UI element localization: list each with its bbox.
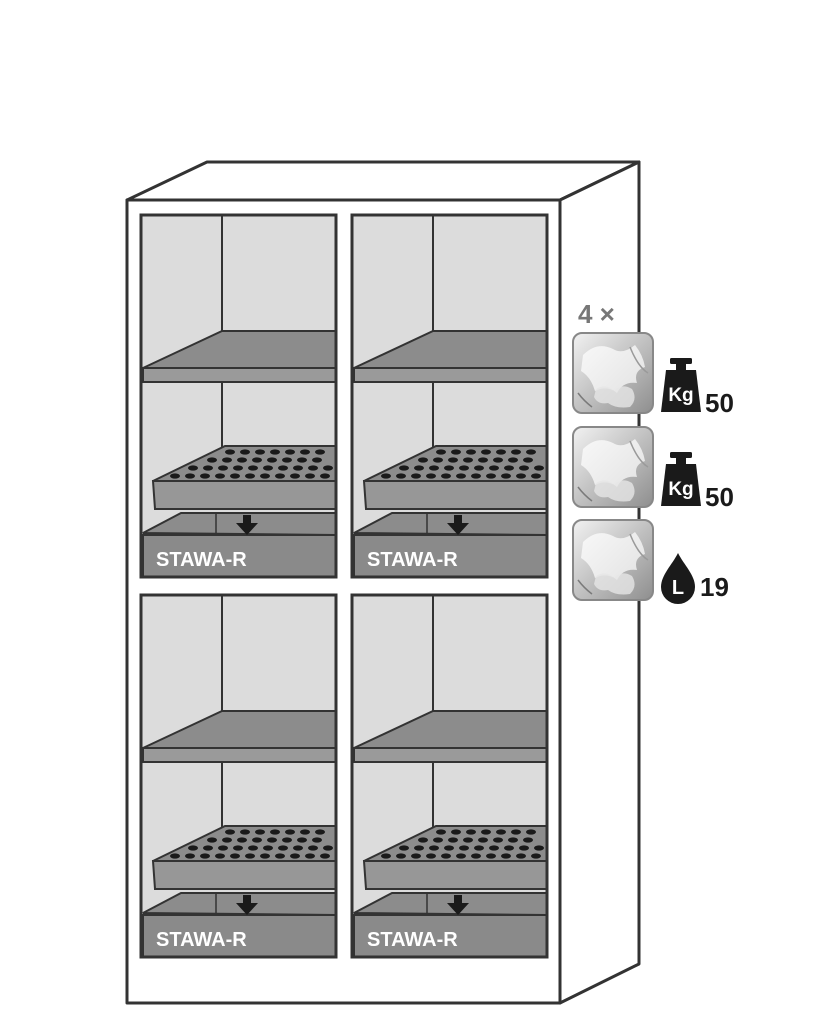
compartments: STAWA-R STAWA-R STAWA-R STAWA-R [139,213,549,959]
volume-value: 19 [700,572,729,602]
load-value: 50 [705,482,734,512]
spec-row-3: L 19 [572,519,729,604]
tray-holes [170,829,333,859]
sump-label: STAWA-R [367,929,458,951]
perforated-tray-front [362,860,548,890]
compartment-2: STAWA-R [350,213,549,579]
upper-shelf-edge [353,747,548,763]
perforated-tray-front [151,480,337,510]
compartment-4: STAWA-R [350,593,549,959]
kg-weight-icon [661,358,701,412]
perforated-tray-front [362,480,548,510]
compartment-frame [350,213,549,579]
material-texture-icon [572,426,654,508]
material-texture-icon [572,519,654,601]
tray-holes [381,829,544,859]
tray-holes [381,449,544,479]
upper-shelf-edge [142,747,337,763]
down-arrow-icon [236,895,258,915]
compartment-1: STAWA-R [139,213,338,579]
sump-front [142,534,337,578]
material-texture-icon [572,332,654,414]
sump-label: STAWA-R [156,929,247,951]
kg-icon-text: Kg [668,479,693,500]
sump-front [353,534,548,578]
sump-label: STAWA-R [367,549,458,571]
spec-row-2: Kg 50 [572,426,734,512]
down-arrow-icon [236,515,258,535]
upper-shelf-edge [142,367,337,383]
sump-front [142,914,337,958]
tray-holes [170,449,333,479]
upper-shelf-edge [353,367,548,383]
multiplier-label: 4 × [578,299,615,329]
down-arrow-icon [447,895,469,915]
load-value: 50 [705,388,734,418]
compartment-frame [139,593,338,959]
down-arrow-icon [447,515,469,535]
liter-drop-icon [661,553,695,604]
kg-weight-icon [661,452,701,506]
spec-row-1: Kg 50 [572,332,734,418]
cabinet-top [125,160,641,202]
liter-icon-text: L [672,577,684,599]
compartment-frame [350,593,549,959]
sump-label: STAWA-R [156,549,247,571]
compartment-3: STAWA-R [139,593,338,959]
kg-icon-text: Kg [668,385,693,406]
perforated-tray-front [151,860,337,890]
compartment-frame [139,213,338,579]
